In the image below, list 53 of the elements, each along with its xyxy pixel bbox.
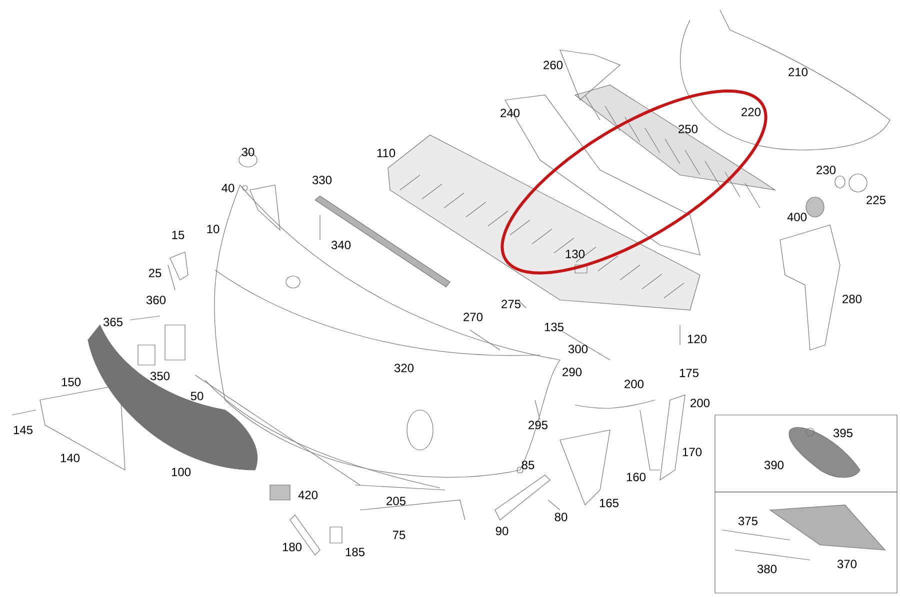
- callout-number: 200: [690, 398, 710, 408]
- callout-number: 230: [816, 166, 836, 174]
- callout-number: 225: [866, 196, 886, 204]
- callout-number: 30: [242, 148, 254, 156]
- callout-number: 100: [172, 468, 191, 476]
- callout-number: 210: [788, 68, 808, 76]
- callout-number: 400: [787, 212, 807, 222]
- callout-number: 150: [62, 378, 81, 386]
- callout-number: 10: [207, 224, 220, 234]
- callout-number: 260: [544, 60, 563, 70]
- callout-number: 130: [566, 250, 585, 258]
- callout-number: 25: [148, 268, 162, 278]
- callout-number: 135: [544, 322, 564, 332]
- callout-number: 280: [842, 294, 862, 304]
- callout-number: 270: [464, 312, 483, 322]
- callout-number: 360: [146, 296, 166, 304]
- callout-number: 140: [60, 454, 80, 462]
- callout-number: 165: [600, 498, 618, 508]
- callout-number: 80: [554, 512, 568, 522]
- callout-number: 295: [528, 420, 548, 430]
- callout-number: 395: [833, 428, 852, 438]
- callout-number: 365: [103, 318, 122, 326]
- callout-number: 175: [680, 368, 698, 378]
- callout-number: 160: [626, 472, 646, 482]
- callout-number: 340: [331, 240, 351, 250]
- callout-number: 330: [312, 176, 332, 184]
- callout-number: 185: [346, 548, 364, 556]
- callout-number: 205: [386, 496, 406, 506]
- callout-number: 145: [14, 426, 32, 434]
- callout-number: 290: [562, 368, 582, 376]
- callout-number: 320: [394, 364, 414, 372]
- callout-number: 420: [298, 490, 318, 500]
- callout-number: 75: [392, 530, 406, 540]
- callout-number: 170: [682, 448, 702, 456]
- callout-number: 40: [222, 184, 234, 192]
- callout-number: 120: [688, 334, 707, 344]
- callout-number: 240: [500, 108, 520, 118]
- callout-number: 220: [742, 108, 761, 116]
- callout-number: 110: [377, 148, 396, 158]
- callout-number: 15: [172, 230, 184, 240]
- callout-number: 275: [502, 300, 520, 308]
- callout-number: 200: [624, 380, 644, 388]
- callout-number: 370: [837, 560, 857, 568]
- callout-number: 350: [150, 372, 170, 380]
- callout-number: 85: [522, 460, 534, 470]
- callout-number: 300: [568, 344, 588, 354]
- callout-number: 250: [678, 124, 698, 134]
- callout-number: 390: [764, 460, 784, 470]
- callout-number: 375: [738, 516, 758, 526]
- callout-number: 50: [190, 392, 204, 400]
- callout-number: 180: [282, 542, 302, 552]
- callout-number: 90: [496, 526, 508, 536]
- callout-number: 380: [757, 564, 777, 574]
